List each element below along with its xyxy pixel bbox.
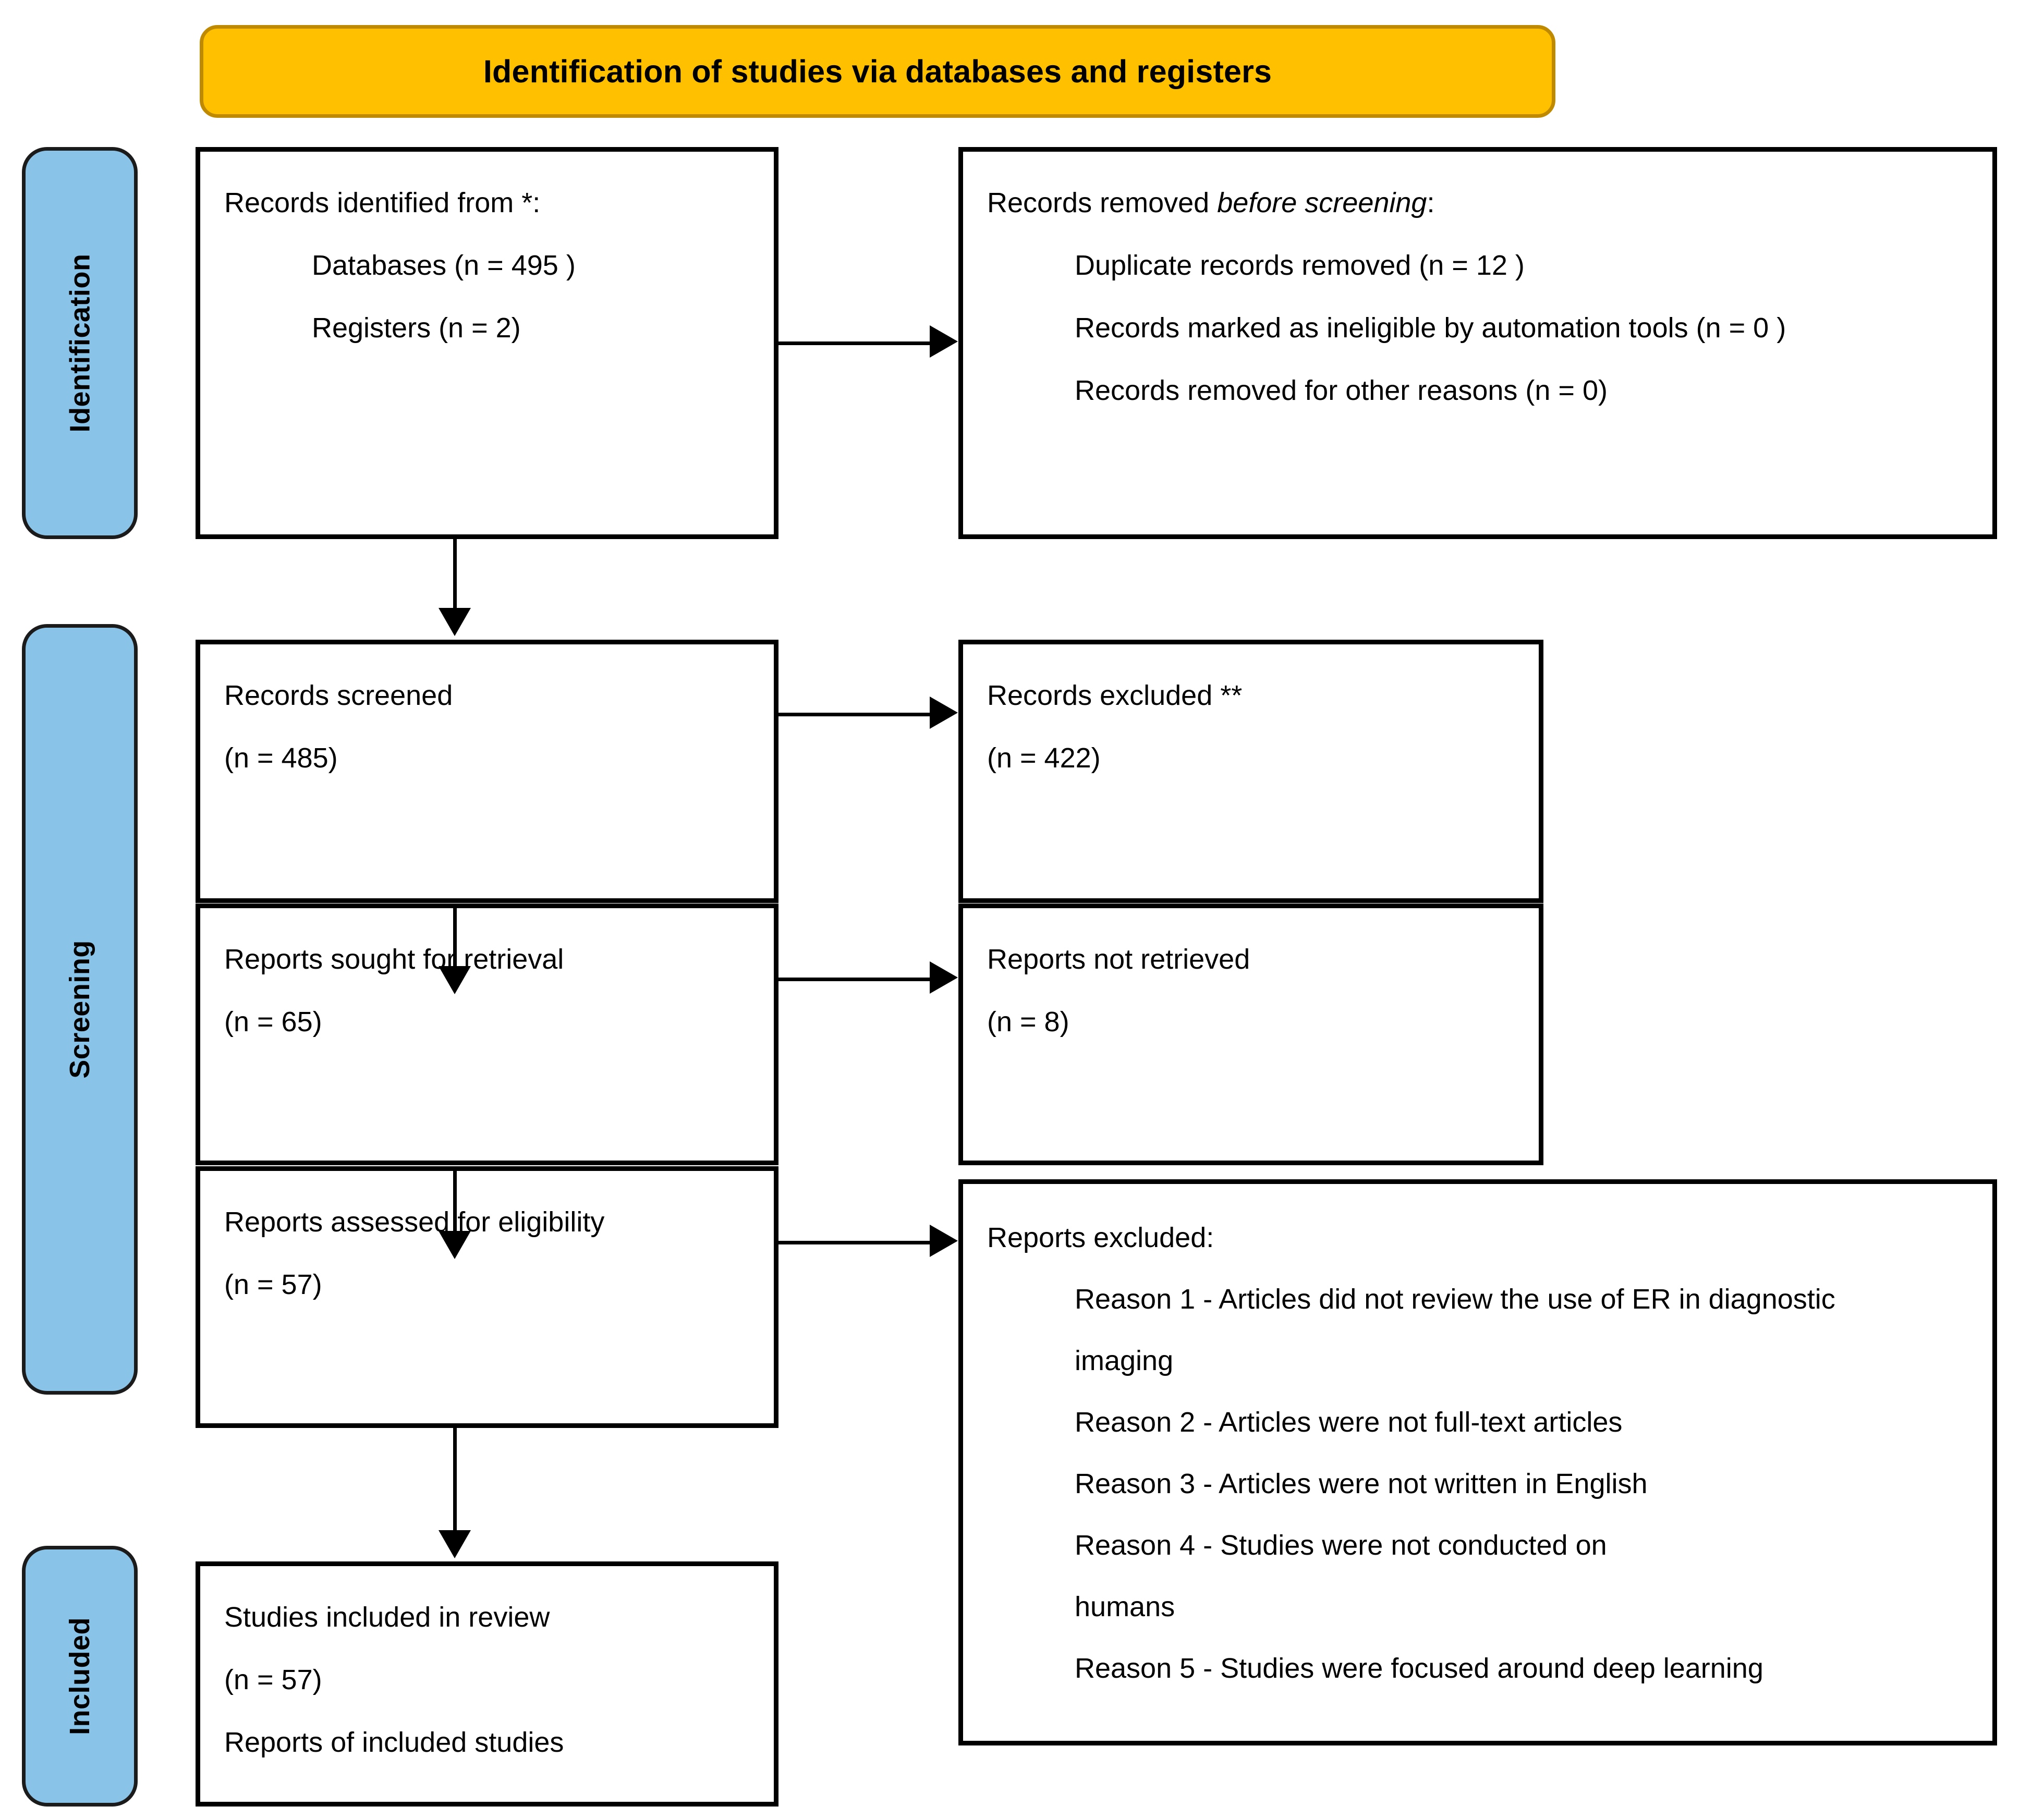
reports-excluded-reason-1-cont: imaging [1075, 1345, 1174, 1376]
arrow-right-icon [930, 325, 958, 358]
records-identified-registers: Registers (n = 2) [312, 312, 521, 344]
records-removed-duplicates: Duplicate records removed (n = 12 ) [1075, 250, 1525, 281]
records-removed-heading: Records removed before screening: [987, 172, 1992, 234]
studies-included-count: (n = 57) [224, 1664, 322, 1695]
box-reports-not-retrieved: Reports not retrieved (n = 8) [958, 904, 1543, 1165]
stage-label-identification: Identification [22, 147, 138, 539]
diagram-header-banner: Identification of studies via databases … [200, 25, 1555, 118]
arrow-right-icon [930, 961, 958, 994]
box-reports-assessed: Reports assessed for eligibility (n = 57… [196, 1166, 778, 1428]
stage-label-screening: Screening [22, 624, 138, 1395]
box-records-excluded: Records excluded ** (n = 422) [958, 640, 1543, 903]
box-records-removed: Records removed before screening: Duplic… [958, 147, 1997, 539]
box-reports-sought: Reports sought for retrieval (n = 65) [196, 904, 778, 1165]
reports-not-retrieved-count: (n = 8) [987, 1006, 1069, 1037]
stage-label-included: Included [22, 1546, 138, 1806]
records-removed-heading-c: : [1427, 187, 1435, 218]
arrow-down-icon [439, 608, 471, 636]
stage-label-included-text: Included [64, 1617, 96, 1736]
reports-excluded-reason-5: Reason 5 - Studies were focused around d… [1075, 1653, 1763, 1684]
box-records-identified: Records identified from *: Databases (n … [196, 147, 778, 539]
connector-assessed-to-reports-excluded [778, 1241, 930, 1244]
arrow-down-icon [439, 966, 471, 994]
connector-assessed-to-included [453, 1428, 457, 1530]
studies-included-label: Studies included in review [224, 1602, 550, 1633]
box-records-screened: Records screened (n = 485) [196, 640, 778, 903]
connector-screened-to-excluded [778, 713, 930, 716]
records-excluded-label: Records excluded ** [987, 680, 1243, 711]
arrow-down-icon [439, 1530, 471, 1558]
records-identified-heading: Records identified from *: [224, 187, 541, 218]
reports-excluded-reason-1: Reason 1 - Articles did not review the u… [1075, 1284, 1835, 1315]
reports-excluded-reason-4-cont: humans [1075, 1591, 1175, 1622]
reports-sought-label: Reports sought for retrieval [224, 944, 564, 975]
page-title: Identification of studies via databases … [483, 54, 1272, 89]
stage-label-identification-text: Identification [64, 253, 95, 433]
reports-excluded-reason-2: Reason 2 - Articles were not full-text a… [1075, 1407, 1623, 1438]
records-removed-automation: Records marked as ineligible by automati… [1075, 312, 1786, 344]
connector-identified-to-removed [778, 341, 930, 345]
records-removed-other: Records removed for other reasons (n = 0… [1075, 375, 1608, 406]
studies-included-reports: Reports of included studies [224, 1727, 564, 1758]
reports-excluded-heading: Reports excluded: [987, 1222, 1214, 1253]
reports-excluded-reason-4: Reason 4 - Studies were not conducted on [1075, 1530, 1607, 1561]
arrow-right-icon [930, 1225, 958, 1257]
records-excluded-count: (n = 422) [987, 742, 1101, 774]
records-screened-count: (n = 485) [224, 742, 338, 774]
records-removed-heading-italic: before screening [1217, 187, 1427, 218]
connector-screened-to-sought [453, 904, 457, 966]
reports-assessed-count: (n = 57) [224, 1269, 322, 1300]
connector-identified-to-screened [453, 539, 457, 610]
reports-excluded-reason-3: Reason 3 - Articles were not written in … [1075, 1468, 1648, 1499]
arrow-down-icon [439, 1231, 471, 1259]
records-removed-heading-a: Records removed [987, 187, 1218, 218]
connector-sought-to-assessed [453, 1167, 457, 1231]
reports-not-retrieved-label: Reports not retrieved [987, 944, 1250, 975]
reports-assessed-label: Reports assessed for eligibility [224, 1206, 605, 1238]
stage-label-screening-text: Screening [64, 940, 95, 1079]
connector-sought-to-not-retrieved [778, 978, 930, 981]
box-reports-excluded-reasons: Reports excluded: Reason 1 - Articles di… [958, 1179, 1997, 1745]
records-identified-databases: Databases (n = 495 ) [312, 250, 576, 281]
box-studies-included: Studies included in review (n = 57) Repo… [196, 1561, 778, 1806]
records-screened-label: Records screened [224, 680, 453, 711]
arrow-right-icon [930, 697, 958, 729]
reports-sought-count: (n = 65) [224, 1006, 322, 1037]
